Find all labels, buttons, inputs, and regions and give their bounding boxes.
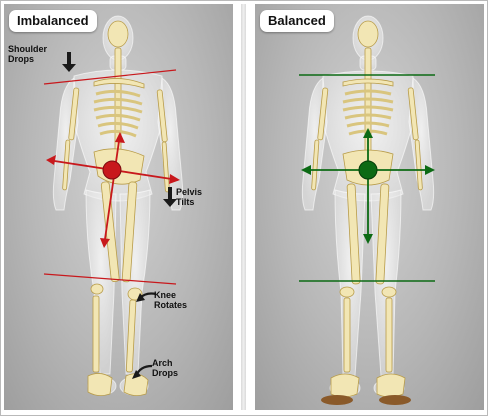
panel-title-imbalanced: Imbalanced: [9, 10, 97, 32]
arch-drops-label: Arch Drops: [152, 358, 179, 378]
panel-title-balanced: Balanced: [260, 10, 334, 32]
skeleton: [62, 20, 170, 396]
imbalanced-figure: [43, 15, 184, 396]
sandals: [321, 395, 411, 405]
shoulder-drops-label: Shoulder Drops: [8, 44, 48, 64]
balanced-panel: Balanced: [255, 4, 484, 410]
pelvis-center: [358, 160, 378, 180]
balanced-figure: [299, 15, 435, 405]
knee-rotates-label: Knee Rotates: [154, 290, 188, 310]
down-arrow-icon: [62, 52, 76, 72]
imbalance-markers: [43, 69, 179, 285]
down-arrow-icon: [163, 187, 177, 207]
balance-markers: [299, 74, 435, 282]
pelvis-vertical-axis: [103, 133, 121, 247]
imbalanced-panel: Imbalanced Shoulder Drops Pelvis Tilts K…: [4, 4, 233, 410]
shoulder-line: [43, 69, 177, 85]
pelvis-center: [102, 160, 122, 180]
panel-divider: [241, 4, 246, 410]
knee-line: [43, 273, 177, 285]
arrowheads-left: [46, 132, 180, 248]
pelvis-tilts-label: Pelvis Tilts: [176, 187, 203, 207]
arrowheads-right: [301, 128, 435, 244]
